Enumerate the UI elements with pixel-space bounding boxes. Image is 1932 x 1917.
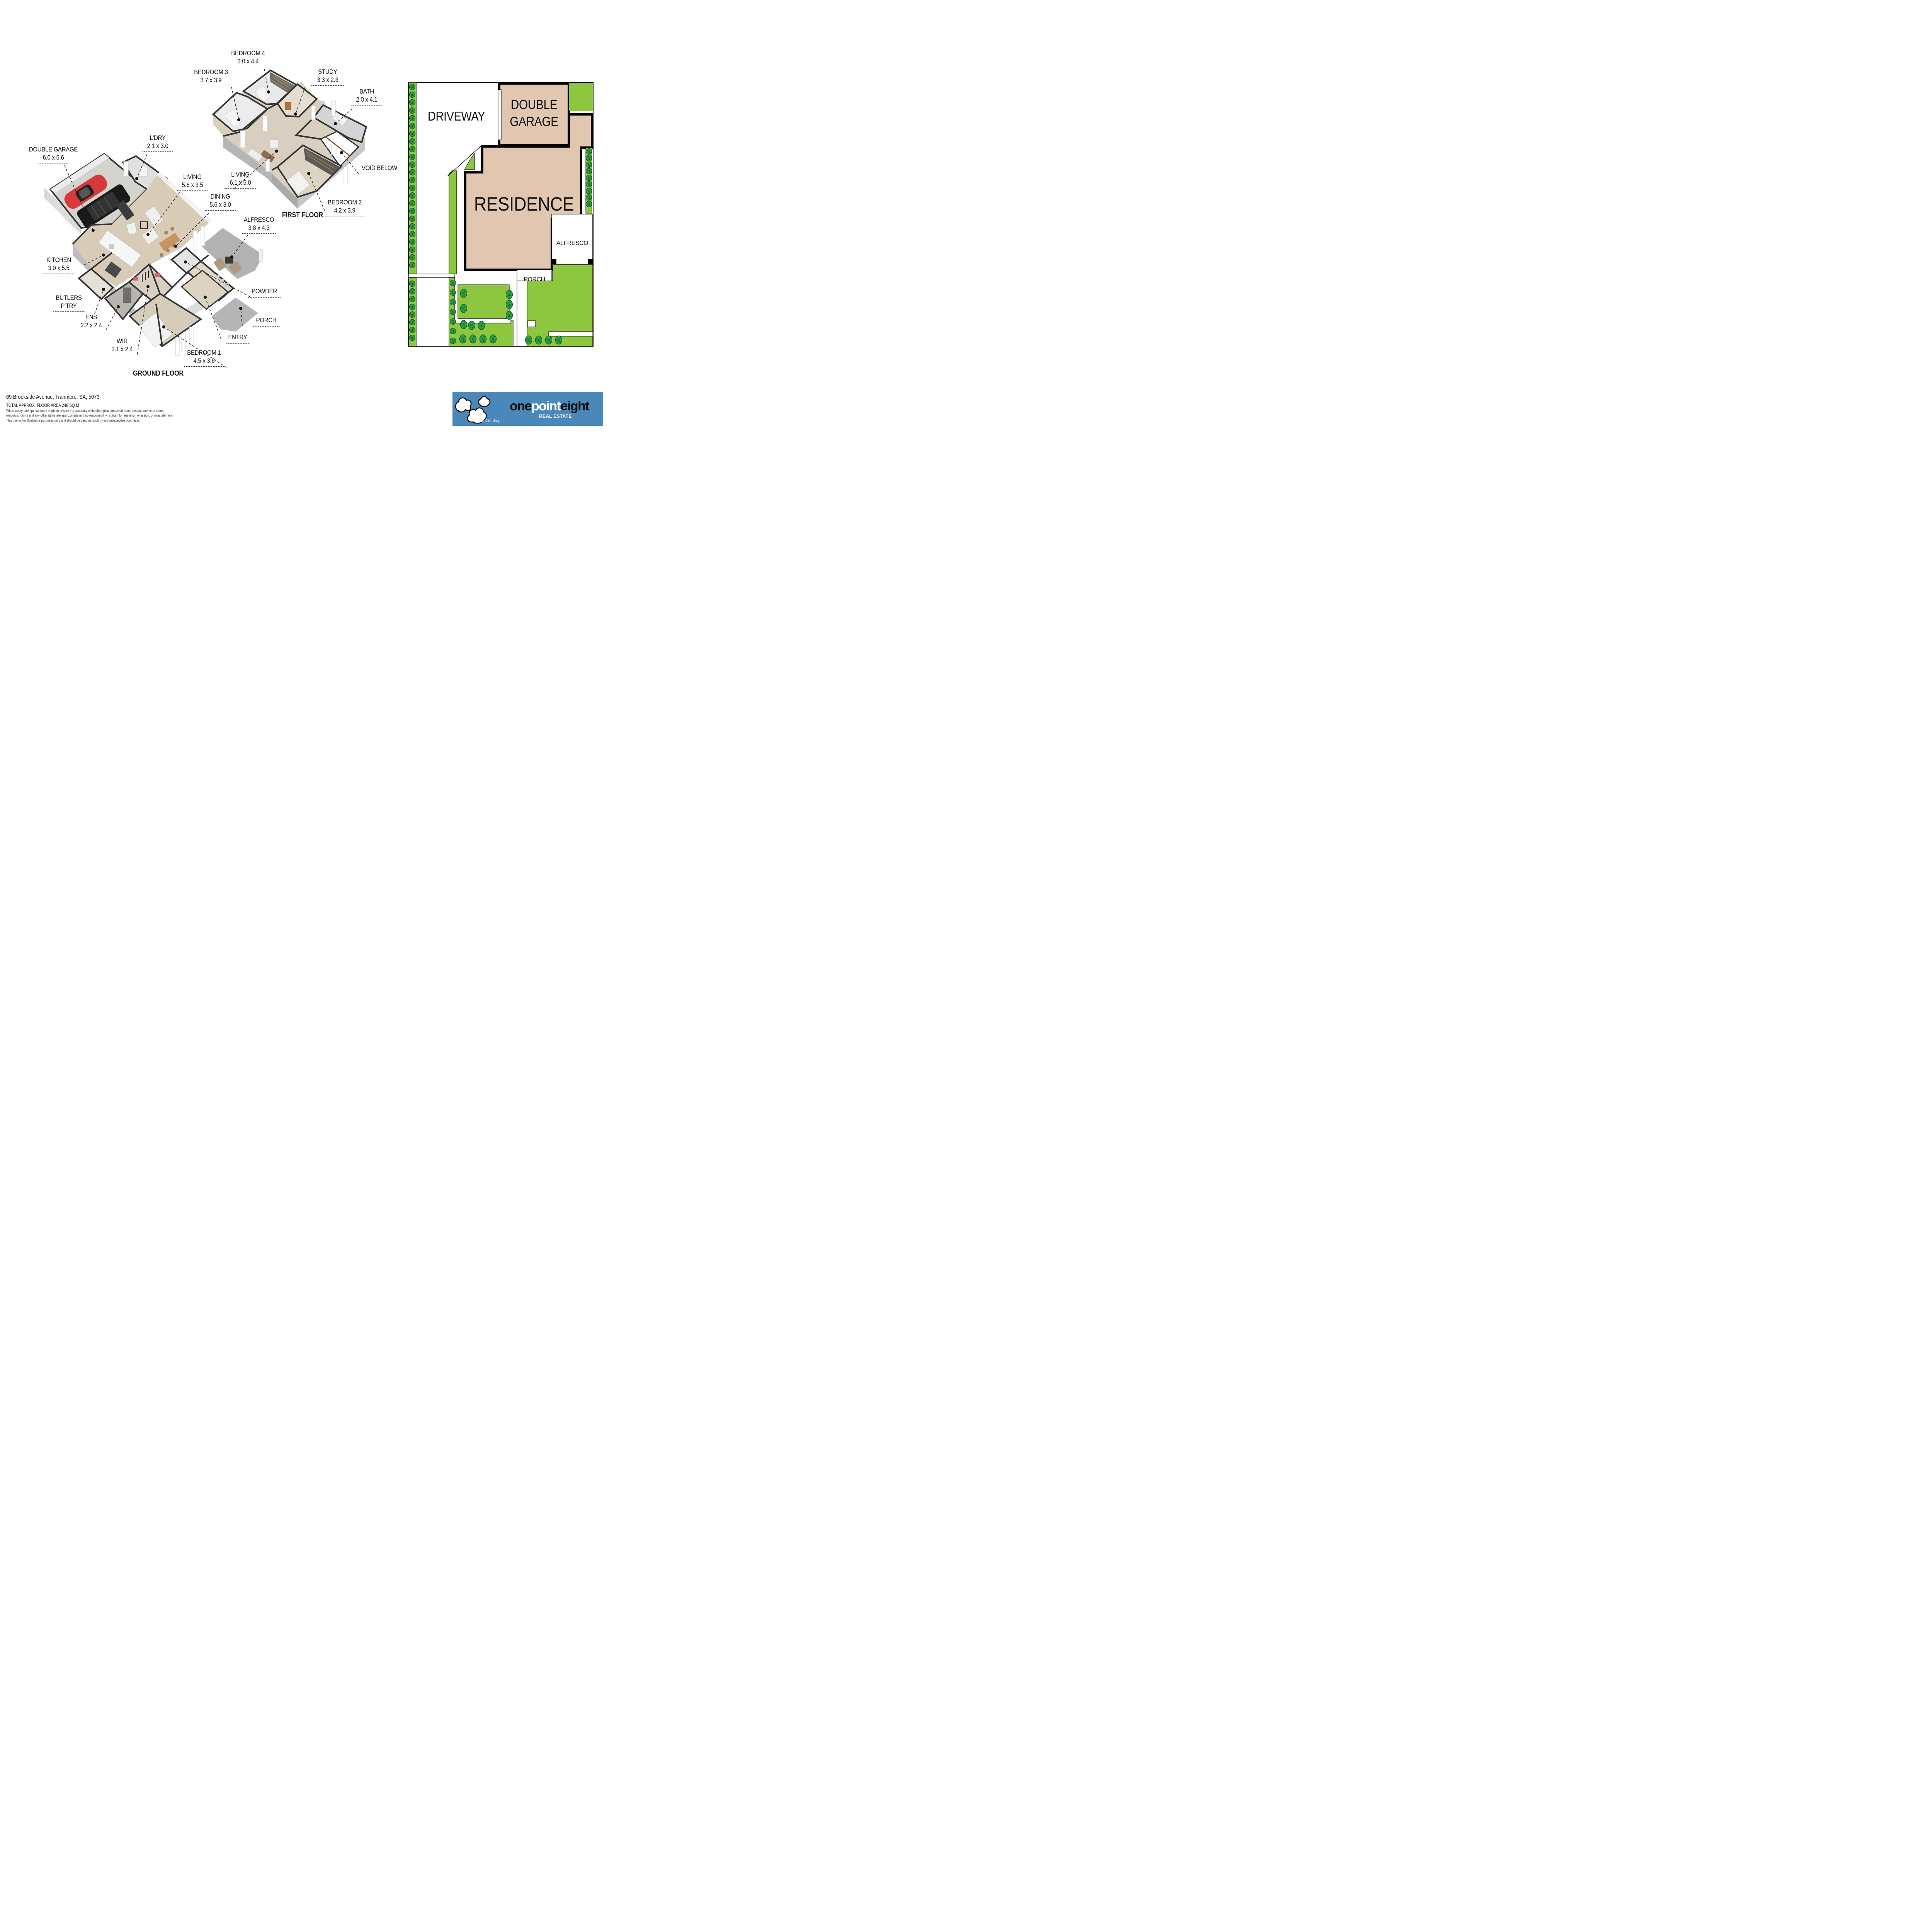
dot-study: [294, 112, 297, 116]
room-name: BEDROOM 2: [328, 199, 362, 206]
room-name: PORCH: [253, 316, 280, 327]
room-name: ALFRESCO: [243, 216, 274, 223]
disclaimer-line: windows, rooms and any other items are a…: [6, 413, 173, 418]
label-bath: BATH 2.0 x 4.1: [351, 88, 382, 106]
label-living-first: LIVING 6.1 x 5.0: [224, 171, 256, 189]
room-name: KITCHEN: [46, 256, 71, 264]
first-floor-shell: [212, 69, 367, 209]
label-bedroom-4: BEDROOM 4 3.0 x 4.4: [228, 49, 268, 68]
dot-bedroom-3: [237, 118, 240, 121]
room-name: POWDER: [248, 287, 281, 298]
label-entry: ENTRY: [226, 333, 249, 344]
site-plan: DRIVEWAY DOUBLE GARAGE RESIDENCE ALFRESC…: [408, 82, 594, 347]
room-name: BUTLERS: [56, 294, 82, 301]
dot-dining: [174, 245, 177, 248]
label-kitchen: KITCHEN 3.0 x 5.5: [43, 256, 75, 274]
label-void-below: VOID BELOW: [358, 164, 401, 174]
ground-floor-title: GROUND FLOOR: [133, 369, 184, 377]
room-name: LIVING: [231, 171, 250, 178]
cloud-icon: [455, 396, 491, 424]
disclaimer-line: Whilst every attempt has been made to en…: [6, 409, 165, 413]
room-name: DOUBLE GARAGE: [29, 146, 78, 153]
site-plan-drawing: [408, 82, 594, 347]
label-ensuite: ENS 2.2 x 2.4: [75, 313, 107, 332]
logo-word-eight: eight: [560, 399, 590, 413]
room-dims: 6.0 x 5.6: [38, 154, 68, 164]
label-bedroom-2: BEDROOM 2 4.2 x 3.9: [325, 199, 365, 217]
logo-tagline: House Sold... Easy: [476, 419, 500, 423]
room-name: VOID BELOW: [358, 164, 401, 174]
leader-lines: [64, 68, 359, 368]
room-dims: 5.6 x 3.0: [204, 201, 236, 211]
room-dims: 3.3 x 2.3: [311, 76, 344, 86]
logo-subtitle: REAL ESTATE: [539, 413, 572, 419]
logo-word-point: point: [531, 399, 561, 413]
room-name: LIVING: [183, 173, 202, 180]
room-dims: 3.0 x 4.4: [228, 58, 268, 68]
room-dims: P'TRY: [53, 302, 85, 312]
label-laundry: L'DRY 2.1 x 3.0: [142, 134, 173, 152]
agency-logo: onepointeight REAL ESTATE House Sold... …: [452, 392, 603, 426]
room-dims: 2.0 x 4.1: [351, 96, 382, 106]
site-label-alfresco: ALFRESCO: [556, 240, 588, 247]
site-label-residence: RESIDENCE: [474, 193, 574, 215]
room-dims: 3.0 x 5.5: [43, 264, 75, 274]
site-label-driveway: DRIVEWAY: [427, 109, 485, 123]
label-bedroom-3: BEDROOM 3 3.7 x 3.9: [191, 68, 231, 87]
room-dims: 4.2 x 3.9: [325, 207, 365, 217]
disclaimer-line: This plan is for illustrative purposes o…: [6, 418, 140, 423]
room-dims: 2.2 x 2.4: [75, 321, 107, 332]
label-living-ground: LIVING 5.6 x 3.5: [177, 173, 208, 191]
label-dining: DINING 5.6 x 3.0: [204, 193, 236, 211]
room-name: BEDROOM 3: [194, 68, 228, 76]
first-floor-title: FIRST FLOOR: [282, 211, 323, 219]
label-bedroom-1: BEDROOM 1 4.5 x 3.6: [184, 349, 224, 367]
room-dims: 6.1 x 5.0: [224, 179, 256, 189]
room-dims: 3.7 x 3.9: [191, 77, 231, 87]
disclaimer: Whilst every attempt has been made to en…: [6, 409, 247, 423]
room-dims: 3.8 x 4.3: [242, 224, 276, 234]
site-label-garage-2: GARAGE: [510, 114, 558, 129]
label-double-garage: DOUBLE GARAGE 6.0 x 5.6: [26, 146, 81, 164]
room-name: STUDY: [318, 68, 337, 75]
room-dims: 5.6 x 3.5: [177, 181, 208, 191]
room-name: BATH: [359, 88, 374, 95]
room-name: L'DRY: [150, 134, 166, 141]
label-powder: POWDER: [248, 287, 281, 298]
room-name: BEDROOM 4: [231, 49, 265, 57]
room-name: ENTRY: [226, 333, 249, 344]
label-study: STUDY 3.3 x 2.3: [311, 68, 344, 86]
site-label-garage-1: DOUBLE: [510, 97, 558, 112]
room-dims: 4.5 x 3.6: [184, 357, 224, 367]
room-dims: 2.1 x 2.4: [106, 345, 138, 356]
right-tree-row: [586, 148, 592, 207]
label-butlers-pantry: BUTLERS P'TRY: [53, 294, 85, 312]
logo-wordmark: onepointeight: [510, 399, 590, 414]
site-label-porch: PORCH: [524, 276, 545, 283]
property-address: 69 Brookside Avenue, Tranmere, SA, 5073: [6, 394, 100, 400]
dot-bedroom-1: [162, 325, 165, 328]
room-name: BEDROOM 1: [187, 349, 221, 356]
logo-word-one: one: [510, 399, 532, 413]
label-alfresco: ALFRESCO 3.8 x 4.3: [242, 216, 276, 234]
room-name: ENS: [85, 313, 97, 321]
room-name: WIR: [116, 337, 128, 345]
label-porch: PORCH: [253, 316, 280, 327]
room-dims: 2.1 x 3.0: [142, 142, 173, 152]
label-wir: WIR 2.1 x 2.4: [106, 337, 138, 356]
total-floor-area: TOTAL APPROX. FLOOR AREA 248 SQ.M: [6, 403, 79, 408]
dot-double-garage: [92, 229, 95, 232]
room-name: DINING: [210, 193, 230, 200]
